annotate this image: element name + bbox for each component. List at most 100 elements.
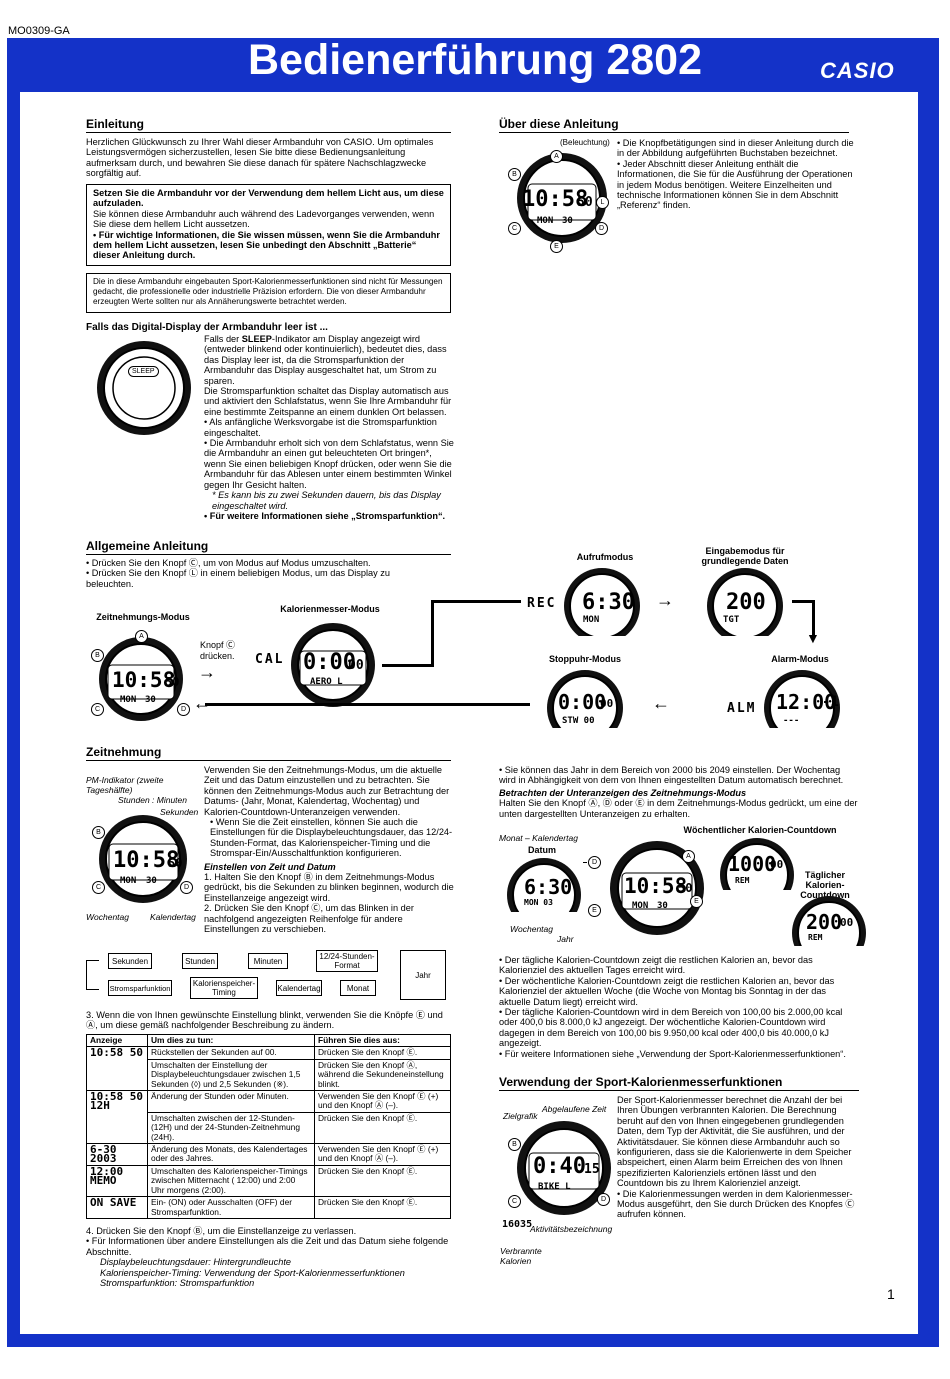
sleep-watch-illustration: [97, 341, 191, 435]
flow-arrow-segment: [205, 703, 530, 706]
button-e-icon: E: [550, 240, 563, 253]
table-row: 12:00 MEMO Umschalten des Kalorienspeich…: [86, 1164, 451, 1198]
press-c-label: Knopf Ⓒ drücken.: [200, 640, 236, 661]
table-row: ON SAVE Ein- (ON) oder Ausschalten (OFF)…: [86, 1196, 451, 1219]
calorie-watch: [291, 623, 375, 707]
section-heading-allgemein: Allgemeine Anleitung: [86, 539, 451, 555]
casio-logo: CASIO: [820, 58, 895, 83]
table-row: 6-30 2003 Änderung des Monats, des Kalen…: [86, 1143, 451, 1166]
table-row: Umschalten der Einstellung der Displaybe…: [87, 1058, 451, 1092]
zeit-button-c-icon: C: [92, 881, 105, 894]
table-header: Um dies zu tun:: [147, 1033, 315, 1048]
countdown-note-2: • Der wöchentliche Kalorien-Countdown ze…: [499, 975, 835, 1007]
table-header: Führen Sie dies aus:: [314, 1033, 451, 1048]
recall-watch: [564, 568, 640, 636]
flow-arrow-segment: [812, 600, 815, 636]
table-cell: Drücken Sie den Knopf Ⓐ, während die Sek…: [314, 1058, 451, 1092]
input-watch: [707, 568, 783, 636]
map-watch-time: 10:58: [522, 187, 589, 212]
zeit-watch-seconds: 50: [168, 856, 183, 870]
stopwatch-watch: [547, 670, 623, 728]
year-range-bullet: • Sie können das Jahr in dem Bereich von…: [499, 765, 844, 786]
arrow-down-icon: ▼: [806, 630, 820, 646]
month-day-label: Monat – Kalendertag: [499, 833, 578, 843]
date-watch: [507, 858, 581, 912]
display-empty-heading: Falls das Digital-Display der Armbanduhr…: [86, 322, 328, 333]
flow-step: Kalendertag: [276, 980, 322, 996]
weekly-countdown-title: Wöchentlicher Kalorien-Countdown: [683, 825, 837, 835]
alm-mode-tag: ALM: [727, 701, 757, 716]
zeit-button-d-icon: D: [180, 881, 193, 894]
ref-calorie-memory: Kalorienspeicher-Timing: Verwendung der …: [100, 1267, 405, 1278]
weekly-decimal: 00: [770, 858, 784, 871]
sub-button-e-icon: E: [588, 904, 601, 917]
button-c-icon: C: [508, 222, 521, 235]
seconds-label: Sekunden: [160, 807, 199, 817]
map-watch-date: 30: [562, 216, 573, 226]
flow-step: Minuten: [248, 953, 288, 969]
settings-table: Anzeige Um dies zu tun: Führen Sie dies …: [86, 1033, 451, 1219]
stopwatch-lap: STW 00: [562, 716, 595, 726]
power-save-paragraph: Die Stromsparfunktion schaltet das Displ…: [204, 386, 452, 417]
daily-countdown-title: Täglicher Kalorien-Countdown: [800, 870, 850, 900]
page-title: Bedienerführung 2802: [248, 36, 702, 84]
section-heading-einleitung: Einleitung: [86, 117, 451, 133]
sport-button-b-icon: B: [508, 1138, 521, 1151]
table-cell: Verwenden Sie den Knopf Ⓔ (+) und den Kn…: [314, 1143, 451, 1166]
button-a-icon: A: [550, 150, 563, 163]
sub-displays-text: Halten Sie den Knopf Ⓐ, Ⓓ oder Ⓔ in dem …: [499, 798, 858, 819]
rec-mode-tag: REC: [527, 596, 557, 611]
mode-label-recall: Aufrufmodus: [576, 552, 634, 562]
table-cell: Verwenden Sie den Knopf Ⓔ (+) und den Kn…: [314, 1090, 451, 1113]
countdown-note-1: • Der tägliche Kalorien-Countdown zeigt …: [499, 955, 813, 976]
sport-button-d-icon: D: [597, 1193, 610, 1206]
sub-display-watch: [610, 841, 704, 935]
timekeeping-date: 30: [145, 695, 156, 705]
table-cell: Drücken Sie den Knopf Ⓔ.: [314, 1196, 451, 1219]
tk-button-c-icon: C: [91, 703, 104, 716]
input-main-value: 200: [726, 590, 766, 615]
flow-step: Sekunden: [108, 953, 152, 969]
document-code: MO0309-GA: [8, 25, 70, 37]
table-display-cell: 6-30 2003: [86, 1143, 148, 1166]
daily-main-value: 200: [806, 910, 843, 934]
page-number: 1: [887, 1286, 895, 1302]
sleep-indicator: SLEEP: [128, 366, 159, 377]
sub-watch-seconds: 50: [678, 881, 693, 895]
flow-arrow-segment: [583, 862, 587, 863]
table-cell: Drücken Sie den Knopf Ⓔ.: [314, 1164, 451, 1198]
flow-arrow-segment: [431, 600, 434, 667]
activity-name-label: Aktivitätsbezeichnung: [530, 1224, 613, 1234]
sleep-paragraph: Falls der SLEEP-Indikator am Display ang…: [204, 334, 447, 386]
section-heading-zeitnehmung: Zeitnehmung: [86, 745, 451, 761]
table-cell: Ein- (ON) oder Ausschalten (OFF) der Str…: [147, 1196, 315, 1219]
display-empty-text: Falls der SLEEP-Indikator am Display ang…: [204, 334, 454, 521]
weekly-main-value: 1000: [728, 852, 777, 876]
right-col-text: • Sie können das Jahr in dem Bereich von…: [499, 765, 859, 819]
ref-power-save: Stromsparfunktion: Stromsparfunktion: [100, 1278, 255, 1289]
ref-backlight: Displaybeleuchtungsdauer: Hintergrundleu…: [100, 1257, 292, 1268]
zeit-bullet: • Wenn Sie die Zeit einstellen, können S…: [210, 817, 453, 859]
table-cell: Umschalten zwischen der 12-Stunden- (12H…: [147, 1111, 315, 1145]
table-cell: Änderung des Monats, des Kalendertages o…: [147, 1143, 315, 1166]
input-target: TGT: [723, 615, 740, 625]
recall-weekday: MON: [583, 615, 600, 625]
daily-decimal: 00: [840, 916, 854, 929]
calendar-day-label: Kalendertag: [150, 912, 196, 922]
set-step-3: 3. Wenn die von Ihnen gewünschte Einstel…: [86, 1010, 443, 1031]
date-weekday-year: MON 03: [524, 898, 553, 907]
table-cell: Änderung der Stunden oder Minuten.: [147, 1090, 315, 1113]
daily-remaining: REM: [808, 933, 823, 942]
weekday-label: Wochentag: [86, 912, 129, 922]
allgemein-bullet-2: • Drücken Sie den Knopf Ⓛ in einem belie…: [86, 568, 391, 589]
elapsed-time-label: Abgelaufene Zeit: [542, 1104, 607, 1114]
flow-loop-line: [86, 960, 99, 990]
tk-button-a-icon: A: [135, 630, 148, 643]
tk-button-d-icon: D: [177, 703, 190, 716]
charging-notice-heading: Setzen Sie die Armbanduhr vor der Verwen…: [93, 188, 444, 209]
arrow-right-icon: →: [198, 662, 216, 682]
set-step-4: 4. Drücken Sie den Knopf Ⓑ, um die Einst…: [86, 1226, 357, 1236]
stopwatch-sub-value: 00: [600, 697, 614, 710]
zeit-watch-time: 10:58: [113, 848, 180, 873]
table-cell: Drücken Sie den Knopf Ⓔ.: [314, 1111, 451, 1145]
